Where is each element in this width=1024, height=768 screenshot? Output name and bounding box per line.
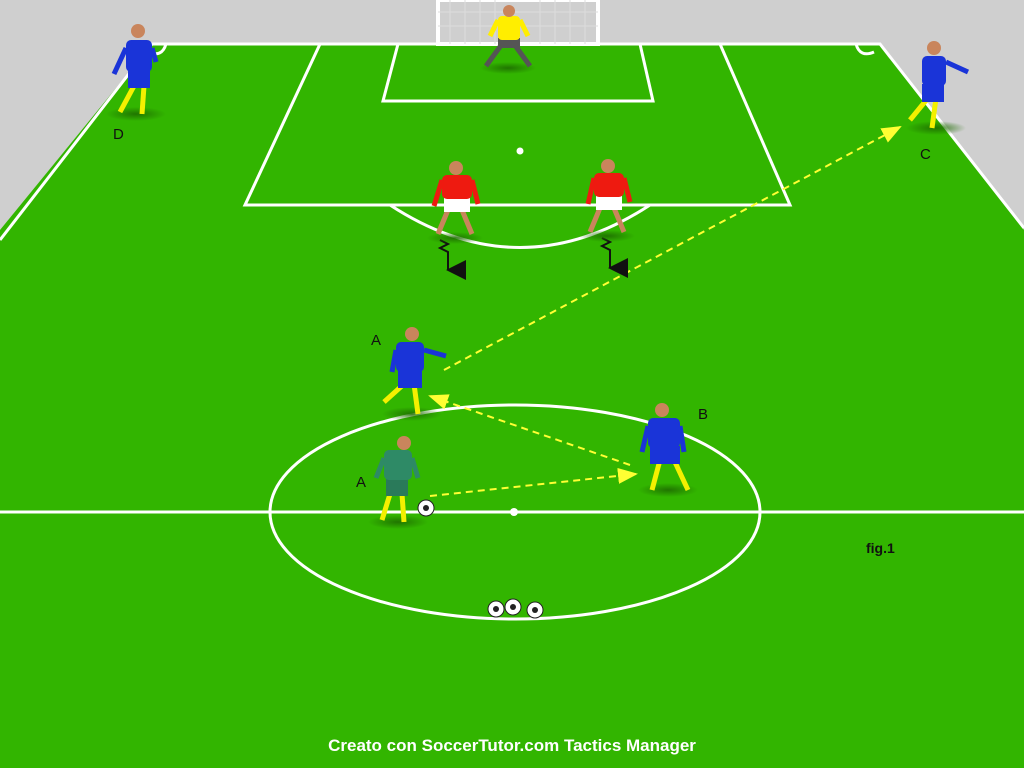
ball-spare-2 (504, 598, 522, 616)
centre-spot (510, 508, 518, 516)
attacker-a-bottom[interactable] (368, 436, 428, 529)
corner-arc-right (854, 43, 875, 56)
figure-label: fig.1 (866, 540, 895, 556)
defender-left[interactable] (427, 161, 483, 244)
label-player-b: B (698, 406, 709, 423)
centre-circle (268, 403, 762, 621)
attacker-a-top[interactable] (382, 327, 447, 421)
pass-arrows (428, 126, 902, 497)
attacker-d[interactable] (106, 24, 166, 121)
pass-a-to-c (443, 126, 902, 371)
ball-in-play[interactable] (417, 499, 435, 517)
penalty-arc (389, 203, 651, 249)
goalkeeper[interactable] (480, 5, 536, 74)
ball-spare-3 (526, 601, 544, 619)
label-player-c: C (920, 146, 931, 163)
label-player-d: D (113, 126, 124, 143)
label-player-a-bottom: A (356, 474, 367, 491)
label-player-a-top: A (371, 332, 382, 349)
penalty-spot (516, 147, 524, 155)
balls (417, 499, 544, 619)
attacker-b[interactable] (638, 403, 698, 497)
ball-spare-1 (487, 600, 505, 618)
attacker-c[interactable] (906, 41, 970, 135)
pass-a-to-b (429, 467, 638, 497)
credit-text: Creato con SoccerTutor.com Tactics Manag… (328, 736, 696, 755)
defender-right[interactable] (579, 159, 635, 242)
